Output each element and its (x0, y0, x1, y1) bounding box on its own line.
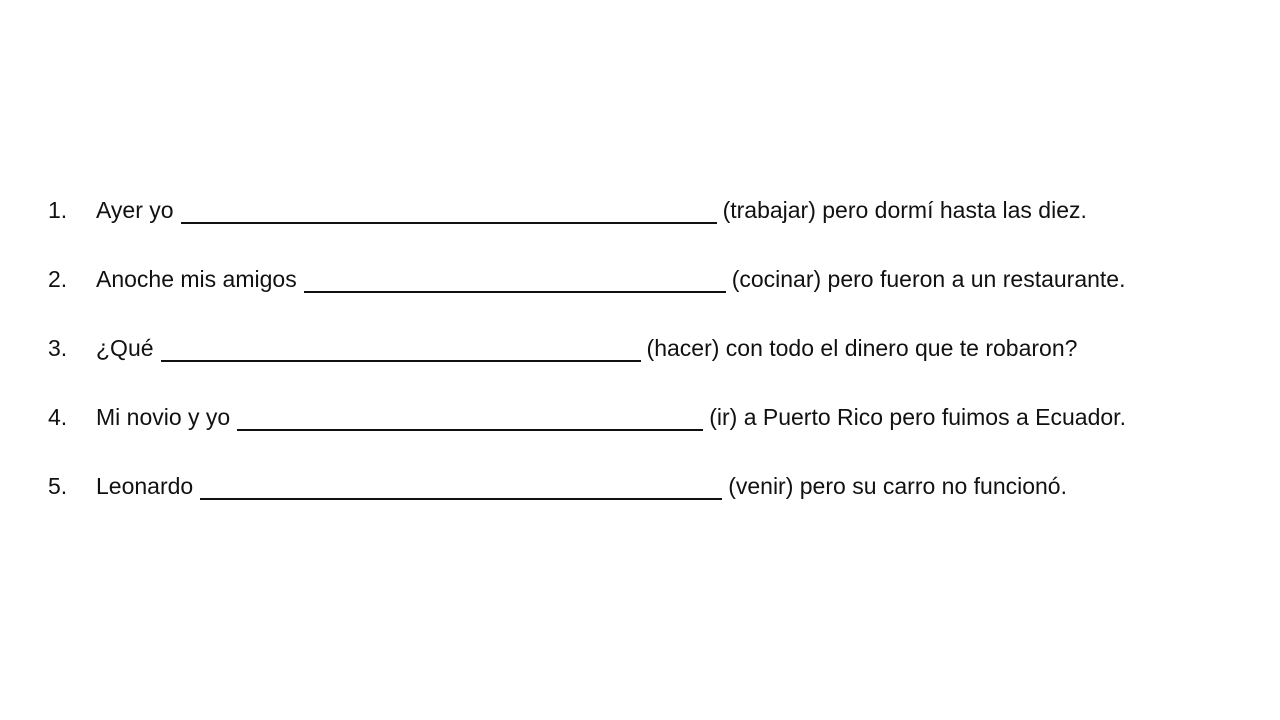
sentence-end: (trabajar) pero dormí hasta las diez. (722, 197, 1087, 223)
answer-blank[interactable] (237, 399, 704, 431)
list-item: 1. Ayer yo (trabajar) pero dormí hasta l… (48, 192, 1248, 261)
item-number: 4. (48, 404, 68, 430)
list-item: 3. ¿Qué (hacer) con todo el dinero que t… (48, 330, 1248, 399)
sentence-start: Leonardo (96, 473, 194, 499)
list-item: 5. Leonardo (venir) pero su carro no fun… (48, 468, 1248, 537)
answer-blank[interactable] (160, 330, 641, 362)
list-item: 2. Anoche mis amigos (cocinar) pero fuer… (48, 261, 1248, 330)
answer-blank[interactable] (180, 192, 717, 224)
sentence-end: (cocinar) pero fueron a un restaurante. (731, 266, 1126, 292)
sentence-end: (hacer) con todo el dinero que te robaro… (646, 335, 1078, 361)
sentence-start: Mi novio y yo (96, 404, 231, 430)
answer-blank[interactable] (303, 261, 726, 293)
sentence-start: Anoche mis amigos (96, 266, 297, 292)
list-item: 4. Mi novio y yo (ir) a Puerto Rico pero… (48, 399, 1248, 468)
fill-in-the-blank-list: 1. Ayer yo (trabajar) pero dormí hasta l… (48, 192, 1248, 537)
item-number: 2. (48, 266, 68, 292)
sentence-start: Ayer yo (96, 197, 174, 223)
sentence-end: (ir) a Puerto Rico pero fuimos a Ecuador… (709, 404, 1126, 430)
item-number: 5. (48, 473, 68, 499)
answer-blank[interactable] (200, 468, 723, 500)
item-number: 1. (48, 197, 68, 223)
sentence-end: (venir) pero su carro no funcionó. (728, 473, 1067, 499)
item-number: 3. (48, 335, 68, 361)
sentence-start: ¿Qué (96, 335, 154, 361)
